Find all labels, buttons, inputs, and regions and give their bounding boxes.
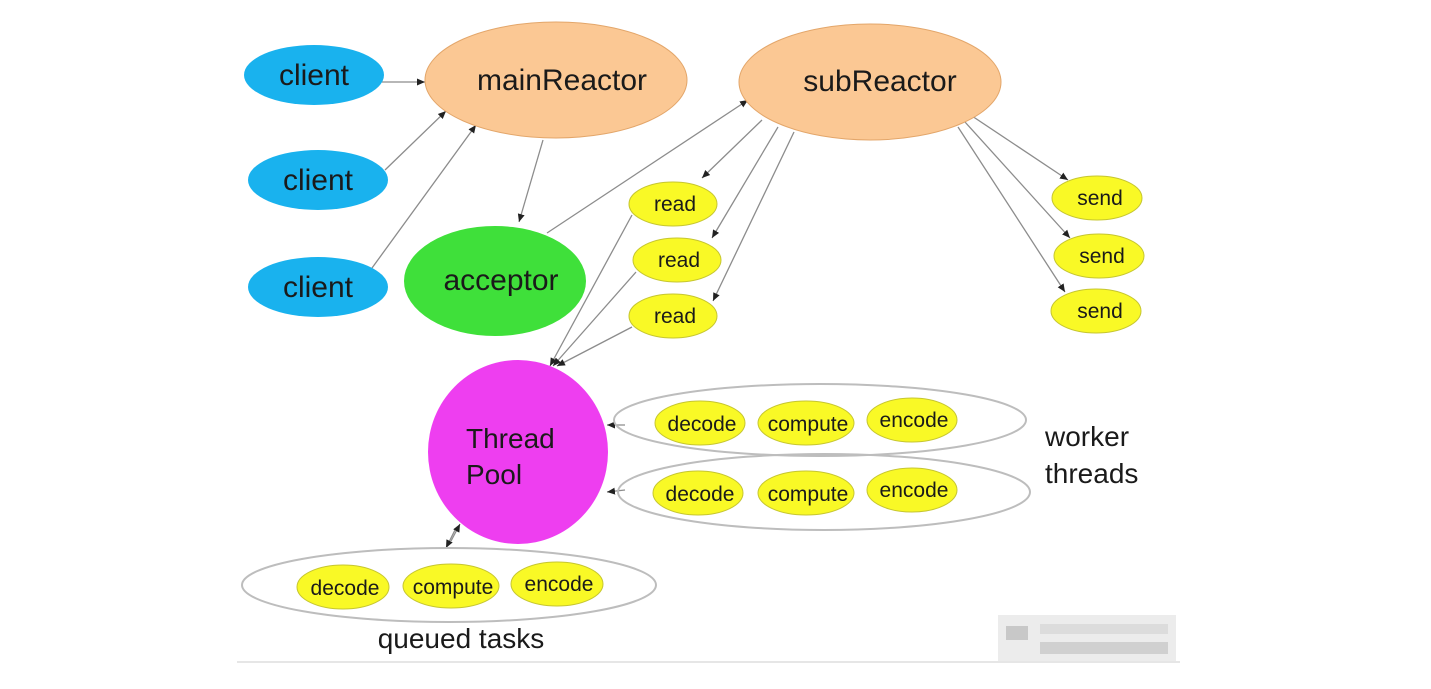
encode-label: encode [880,479,949,502]
client-ellipse [248,150,388,210]
edge-sub-send2 [964,121,1071,239]
send-node-3: send [1050,288,1142,334]
queued-tasks-label: queued tasks [378,623,545,654]
worker-threads-label-line2: threads [1045,458,1138,489]
sub-reactor-label: subReactor [803,65,956,98]
edge-pool-queued [450,523,461,542]
encode-task [866,467,958,513]
compute-label: compute [768,483,849,506]
queued-tasks-group: decode compute encode [241,547,657,623]
client-node-2: client [248,150,388,210]
edges [371,78,1071,549]
edge-acceptor-sub [546,99,749,234]
read-node-3: read [628,293,718,339]
client-ellipse [244,45,384,105]
main-reactor-node: mainReactor [424,21,688,139]
read-node-2: read [632,237,722,283]
decode-task [654,400,746,446]
compute-label: compute [768,413,849,436]
worker-thread-group-2: decode compute encode [617,453,1031,531]
decode-task [296,564,390,610]
worker-thread-group-1: decode compute encode [613,383,1027,457]
read-label: read [654,305,696,328]
edge-worker2-pool [606,487,626,495]
send-node-2: send [1053,233,1145,279]
read-ellipse [628,181,718,227]
edge-read1-pool [549,214,633,367]
main-reactor-ellipse [424,21,688,139]
edge-read3-pool [556,326,633,367]
sub-reactor-ellipse [738,23,1002,141]
send-label: send [1077,187,1123,210]
encode-label: encode [525,573,594,596]
client-label: client [283,271,354,304]
queued-group-outline [241,547,657,623]
client-label: client [279,59,350,92]
edge-sub-read1 [701,119,763,179]
send-ellipse [1051,175,1143,221]
acceptor-ellipse [404,226,586,336]
client-node-3: client [248,257,388,317]
client-label: client [283,164,354,197]
encode-label: encode [880,409,949,432]
compute-label: compute [413,576,494,599]
thread-pool-label-line2: Pool [466,459,522,490]
compute-task [757,470,855,516]
client-node-1: client [244,45,384,105]
send-node-1: send [1051,175,1143,221]
decode-label: decode [311,577,380,600]
encode-task [866,397,958,443]
blurred-watermark [998,615,1176,661]
edge-sub-read2 [711,126,779,239]
compute-task [402,563,500,609]
edge-main-acceptor [517,139,544,223]
edge-queued-pool [445,529,456,549]
decode-label: decode [666,483,735,506]
edge-sub-send3 [957,126,1066,293]
compute-task [757,400,855,446]
read-ellipse [632,237,722,283]
worker-threads-label-line1: worker [1044,421,1129,452]
worker-group-outline [617,453,1031,531]
send-ellipse [1053,233,1145,279]
acceptor-node: acceptor [404,226,586,336]
edge-sub-read3 [712,131,795,302]
edge-client3-main [371,124,477,269]
encode-task [510,561,604,607]
send-label: send [1079,245,1125,268]
main-reactor-label: mainReactor [477,64,647,97]
decode-label: decode [668,413,737,436]
acceptor-label: acceptor [443,264,558,297]
read-ellipse [628,293,718,339]
client-ellipse [248,257,388,317]
thread-pool-label-line1: Thread [466,423,555,454]
read-label: read [658,249,700,272]
thread-pool-node: Thread Pool [428,360,608,544]
send-label: send [1077,300,1123,323]
edge-read2-pool [552,271,637,367]
edge-sub-send1 [971,115,1069,181]
worker-group-outline [613,383,1027,457]
read-node-1: read [628,181,718,227]
thread-pool-circle [428,360,608,544]
sub-reactor-node: subReactor [738,23,1002,141]
read-label: read [654,193,696,216]
decode-task [652,470,744,516]
send-ellipse [1050,288,1142,334]
edge-client2-main [384,110,447,171]
